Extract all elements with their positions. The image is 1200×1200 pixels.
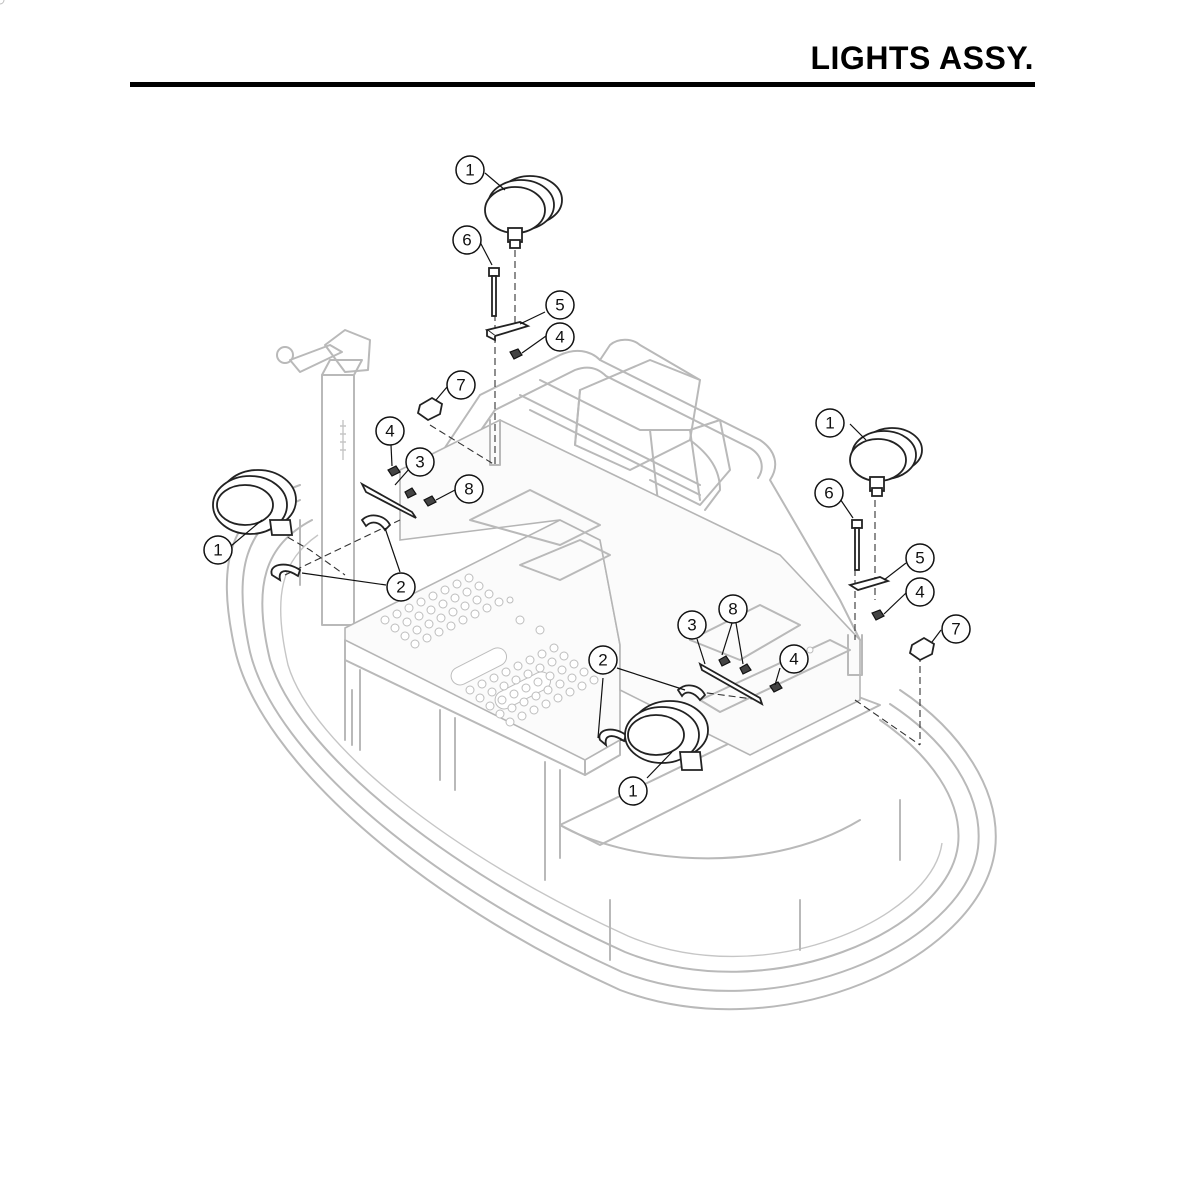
svg-text:2: 2: [396, 578, 405, 597]
callouts: 1 6 5 4 7 4 3 8 1 2 1 6 5 4 7 8 3 2 4 1: [203, 155, 971, 806]
callout: 6: [452, 225, 482, 255]
callout: 1: [455, 155, 485, 185]
header-rule: [130, 82, 1035, 87]
svg-text:1: 1: [213, 541, 222, 560]
callout: 4: [375, 416, 405, 446]
callout: 4: [905, 577, 935, 607]
callout: 7: [941, 614, 971, 644]
callout: 2: [588, 645, 618, 675]
svg-text:4: 4: [915, 583, 924, 602]
svg-text:5: 5: [555, 296, 564, 315]
svg-text:6: 6: [824, 484, 833, 503]
svg-text:1: 1: [465, 161, 474, 180]
bolt-top: [488, 267, 500, 317]
callout: 1: [203, 535, 233, 565]
page-title: LIGHTS ASSY.: [810, 40, 1034, 76]
svg-text:3: 3: [687, 616, 696, 635]
svg-text:4: 4: [555, 328, 564, 347]
callout: 6: [814, 478, 844, 508]
svg-text:3: 3: [415, 453, 424, 472]
svg-text:8: 8: [728, 600, 737, 619]
callout: 7: [446, 370, 476, 400]
svg-text:8: 8: [464, 480, 473, 499]
svg-text:7: 7: [456, 376, 465, 395]
work-light-top: [484, 175, 563, 249]
callout: 8: [718, 594, 748, 624]
svg-text:4: 4: [385, 422, 394, 441]
svg-text:1: 1: [628, 782, 637, 801]
callout: 3: [677, 610, 707, 640]
svg-text:1: 1: [825, 414, 834, 433]
callout: 5: [545, 290, 575, 320]
svg-text:2: 2: [598, 651, 607, 670]
callout: 2: [386, 572, 416, 602]
callout: 8: [454, 474, 484, 504]
callout: 1: [815, 408, 845, 438]
work-light-left: [212, 469, 297, 536]
deck-perforations: [0, 0, 599, 727]
callout: 5: [905, 543, 935, 573]
parts: [212, 175, 936, 771]
work-light-right: [849, 427, 923, 497]
svg-text:7: 7: [951, 620, 960, 639]
work-light-front: [624, 700, 709, 771]
callout: 3: [405, 447, 435, 477]
callout: 4: [779, 644, 809, 674]
machine-frame: [0, 0, 997, 1011]
callout: 1: [618, 776, 648, 806]
svg-text:5: 5: [915, 549, 924, 568]
callout: 4: [545, 322, 575, 352]
svg-text:4: 4: [789, 650, 798, 669]
svg-text:6: 6: [462, 231, 471, 250]
